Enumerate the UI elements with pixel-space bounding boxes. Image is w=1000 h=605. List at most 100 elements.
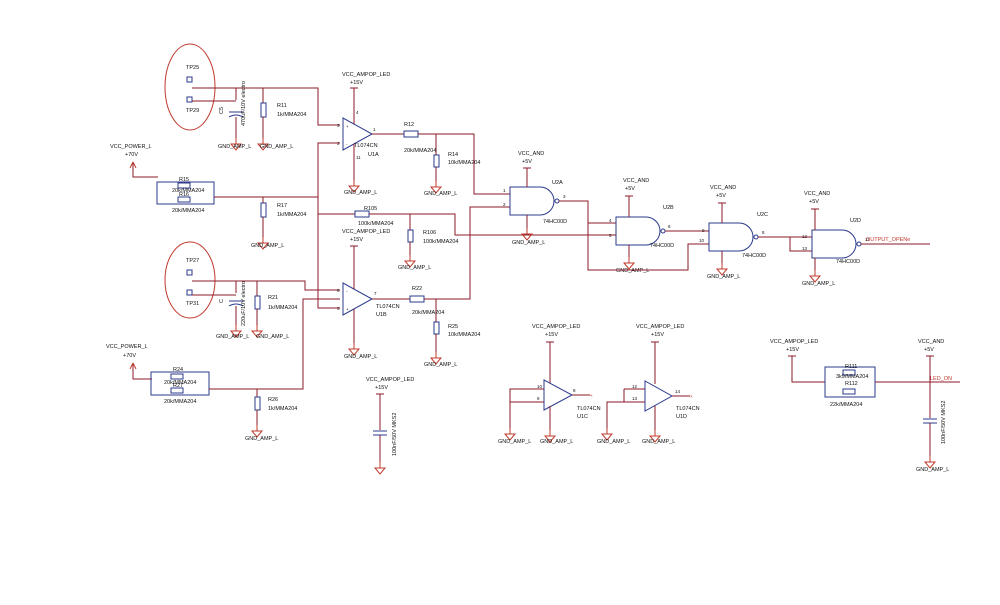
resistor-r22 [409,295,425,303]
c-lower-ref: C [219,299,225,303]
u2b-ref: U2B [663,205,674,211]
svg-text:+5V: +5V [625,186,635,192]
svg-text:+15V: +15V [375,385,388,391]
vcc-ampop-led-label: VCC_AMPOP_LED [770,339,818,345]
r11-value: 1k/MMA204 [277,112,306,118]
c5-ref: C5 [219,107,225,114]
r14-value: 10k/MMA204 [448,160,480,166]
tp25-label: TP25 [186,65,199,71]
svg-text:12: 12 [632,384,638,389]
svg-text:GND_AMP_L: GND_AMP_L [707,274,740,280]
svg-text:-: - [346,289,348,294]
svg-text:14: 14 [675,389,681,394]
r105-ref: R105 [364,206,377,212]
r16-value: 20k/MMA204 [172,208,204,214]
svg-text:+: + [346,307,349,312]
svg-text:GND_AMP_L: GND_AMP_L [642,439,675,445]
u2d-ref: U2D [850,218,861,224]
u1d-ref: U1D [676,414,687,420]
nand-gate-u2d [811,229,857,259]
u2a-ref: U2A [552,180,563,186]
u2b-value: 74HC00D [650,243,674,249]
u2d-value: 74HC00D [836,259,860,265]
vcc-ampop-u1d-label: VCC_AMPOP_LED [636,324,684,330]
svg-text:3: 3 [563,194,566,199]
resistor-r26 [254,396,261,411]
svg-text:1: 1 [503,188,506,193]
resistor-r15 [177,182,191,189]
svg-text:11: 11 [356,155,361,160]
svg-text:+15V: +15V [350,80,363,86]
gnd-label-r26: GND_AMP_L [245,436,278,442]
r24-ref: R24 [173,367,183,373]
gnd-label-u1b: GND_AMP_L [344,354,377,360]
svg-text:+15V: +15V [545,332,558,338]
svg-text:GND_AMP_L: GND_AMP_L [616,268,649,274]
gnd-label-r25: GND_AMP_L [424,362,457,368]
opamp-u1a [342,117,374,151]
r27-ref: R27 [173,383,183,389]
tp27-label: TP27 [186,258,199,264]
vcc-ampop-u1b-label: VCC_AMPOP_LED [342,229,390,235]
wire-tp-lower [192,280,340,291]
r21-value: 1k/MMA204 [268,305,297,311]
u1a-ref: U1A [368,152,379,158]
vcc-and-u2c-label: VCC_AND [710,185,736,191]
resistor-r112 [842,388,856,395]
c-ampop-value: 100nF/50V MKS2 [392,413,398,456]
svg-text:3: 3 [337,123,340,128]
r105-value: 100k/MMA204 [358,221,393,227]
svg-text:13: 13 [632,396,638,401]
resistor-r21 [254,295,261,310]
r25-ref: R25 [448,324,458,330]
tp-lower-highlight [164,241,216,319]
tp29-label: TP29 [186,108,199,114]
led-on-net-label: LED_ON [930,376,952,382]
vcc-ampop-u1a-label: VCC_AMPOP_LED [342,72,390,78]
svg-text:13: 13 [802,246,808,251]
svg-text:+15V: +15V [786,347,799,353]
svg-text:+5V: +5V [716,193,726,199]
r17-ref: R17 [277,203,287,209]
resistor-r111 [842,369,856,376]
u1c-ref: U1C [577,414,588,420]
svg-text:10: 10 [537,384,543,389]
svg-text:+5V: +5V [809,199,819,205]
svg-text:9: 9 [537,396,540,401]
nand-gate-u2b [615,216,661,246]
r25-value: 10k/MMA204 [448,332,480,338]
r21-ref: R21 [268,295,278,301]
resistor-pair-r24-r27 [150,371,210,396]
resistor-r106 [407,229,414,243]
c5-value: 470uF/10V electro [241,81,247,126]
output-net-label: OUTPUT_OPENe [866,237,910,243]
svg-text:4: 4 [356,110,359,115]
u2c-ref: U2C [757,212,768,218]
wire-tp-upper [192,87,340,126]
no-connect-u1d: × [690,394,693,399]
r24-value: 20k/MMA204 [164,380,196,386]
svg-text:11: 11 [865,237,870,242]
resistor-r17 [260,202,267,218]
no-connect-u1c: × [590,393,593,398]
vcc-power-lower-voltage: +70V [123,353,136,359]
svg-text:+5V: +5V [522,159,532,165]
test-point-tp29 [186,96,193,103]
r15-ref: R15 [179,177,189,183]
resistor-r11 [260,102,267,118]
r106-value: 100k/MMA204 [423,239,458,245]
resistor-r12 [403,130,419,138]
gnd-label-r14: GND_AMP_L [424,191,457,197]
u1c-value: TL074CN [577,406,601,412]
r112-ref: R112 [845,381,858,387]
gnd-label-c5: GND_AMP_L [218,144,251,150]
u1b-ref: U1B [376,312,387,318]
opamp-u1c [543,379,574,411]
opamp-u1b [342,282,374,316]
gnd-label-r21: GND_AMP_L [256,334,289,340]
gnd-label-u1a: GND_AMP_L [344,190,377,196]
u1d-value: TL074CN [676,406,700,412]
vcc-and-u2b-label: VCC_AND [623,178,649,184]
r26-value: 1k/MMA204 [268,406,297,412]
svg-text:+: + [346,124,349,129]
